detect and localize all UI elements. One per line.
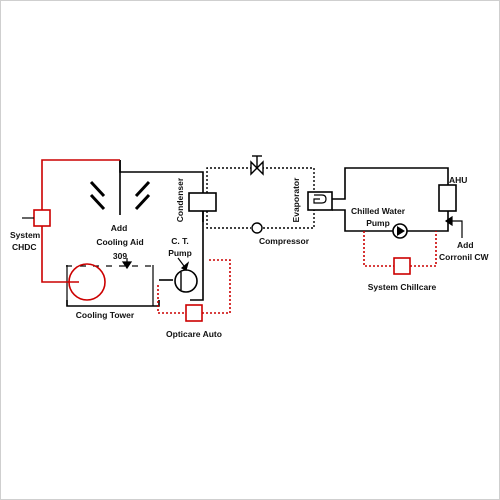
- label-add-cooling-aid-line3: 309: [113, 251, 127, 261]
- label-compressor: Compressor: [259, 236, 310, 246]
- label-cooling-tower: Cooling Tower: [76, 310, 135, 320]
- chdc-loop: [41, 159, 120, 301]
- chillcare-loop: [363, 231, 437, 267]
- label-system-chillcare: System Chillcare: [368, 282, 437, 292]
- label-condenser: Condenser: [175, 177, 185, 222]
- label-system-chdc-line2: CHDC: [12, 242, 37, 252]
- label-chilled-water-pump-line2: Pump: [366, 218, 390, 228]
- cooling-tower-basin-hatching: [66, 265, 154, 306]
- label-opticare-auto: Opticare Auto: [166, 329, 222, 339]
- system-chdc-unit: [33, 209, 51, 227]
- fan-icon: [89, 180, 151, 211]
- chilled-water-loop: [332, 167, 449, 232]
- ahu-unit: [438, 184, 457, 212]
- dosing-arrow-icon: [121, 258, 133, 270]
- label-ct-pump-line2: Pump: [168, 248, 192, 258]
- evaporator-coil: [313, 194, 327, 204]
- ct-pump-icon: [174, 269, 198, 293]
- opticare-loop: [157, 259, 231, 314]
- label-add-cooling-aid-line1: Add: [111, 223, 128, 233]
- pump-direction-icon: [397, 226, 405, 236]
- label-add-cooling-aid-line2: Cooling Aid: [96, 237, 143, 247]
- expansion-valve-icon: [250, 155, 264, 176]
- label-chilled-water-pump-line1: Chilled Water: [351, 206, 406, 216]
- label-add-corronil-line1: Add: [457, 240, 474, 250]
- label-ahu: AHU: [449, 175, 467, 185]
- label-ct-pump-line1: C. T.: [171, 236, 188, 246]
- refrigerant-loop: [206, 167, 315, 229]
- label-evaporator: Evaporator: [291, 177, 301, 223]
- condenser-unit: [188, 192, 217, 212]
- label-add-corronil-line2: Corronil CW: [439, 252, 490, 262]
- system-chillcare-unit: [393, 257, 411, 275]
- label-system-chdc-line1: System: [10, 230, 41, 240]
- corronil-dosing-arrow: [444, 215, 463, 238]
- ct-pump-pointer: [177, 257, 190, 271]
- compressor-icon: [251, 222, 263, 234]
- opticare-auto-unit: [185, 304, 203, 322]
